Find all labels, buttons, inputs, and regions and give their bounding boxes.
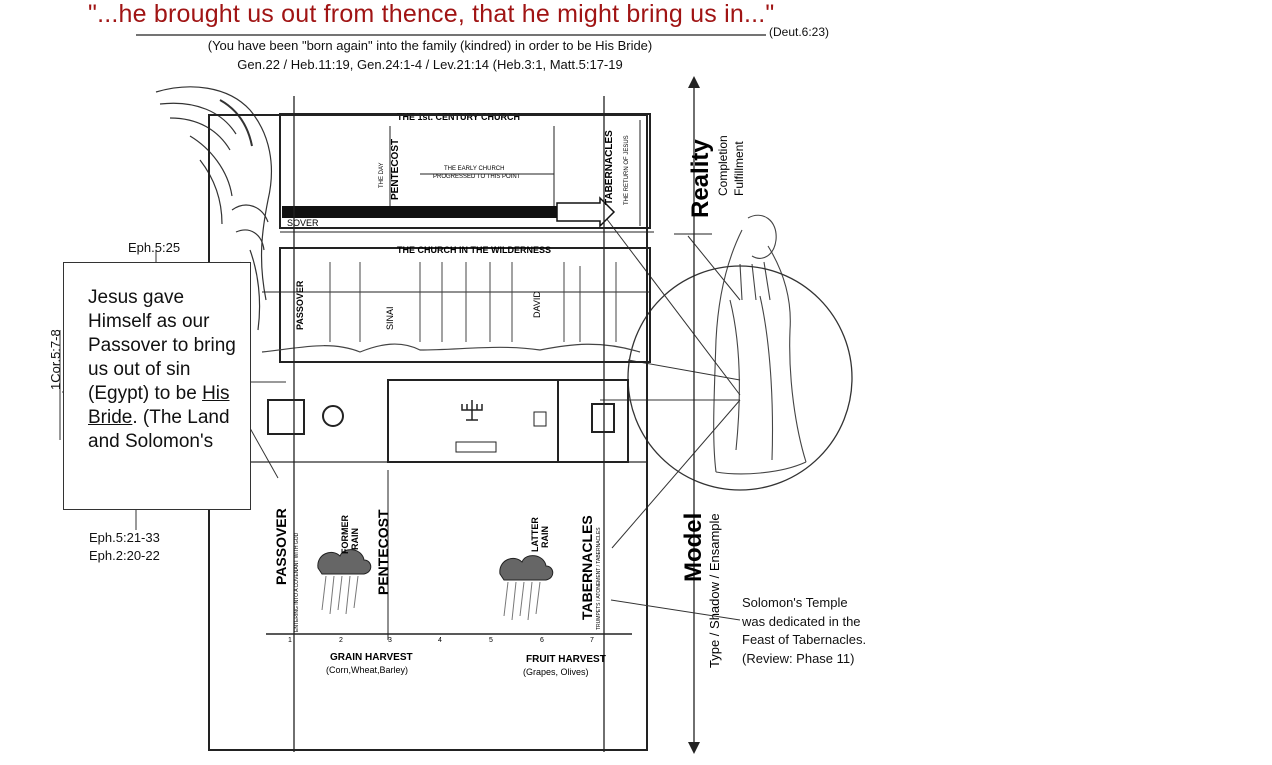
passover-bar (282, 206, 557, 218)
latter-rain-label: RAIN (540, 526, 550, 548)
bride-circle (627, 265, 853, 491)
middle-david-label: DAVID (532, 291, 542, 318)
bottom-passover-label: PASSOVER (273, 508, 289, 585)
fruit-harvest-sub: (Grapes, Olives) (523, 667, 589, 677)
early-church-label-2: PROGRESSED TO THIS POINT (433, 174, 521, 180)
ark-block (591, 403, 615, 433)
latter-label: LATTER (530, 517, 540, 552)
grain-harvest-label: GRAIN HARVEST (330, 652, 413, 663)
top-panel-title: THE 1st. CENTURY CHURCH (397, 112, 520, 122)
top-tabernacles-label: TABERNACLES (604, 130, 615, 205)
callout-box (63, 262, 251, 510)
scripture-references: Gen.22 / Heb.11:19, Gen.24:1-4 / Lev.21:… (237, 57, 623, 72)
lampstand-icon (461, 400, 483, 421)
axis-number: 3 (388, 637, 392, 644)
callout-text-underlined: His Bride (88, 383, 230, 428)
axis-number: 4 (438, 637, 442, 644)
reality-label: Reality (687, 139, 714, 218)
incense-altar (533, 411, 547, 427)
callout-text-part: . (The Land and Solomon's (88, 407, 230, 452)
solomon-temple-note: Solomon's Temple was dedicated in the Fe… (742, 595, 867, 666)
top-the-day-label: THE DAY (379, 162, 385, 188)
1cor-5-7-8-ref: 1Cor.5:7-8 (48, 329, 63, 390)
solomon-pointer (610, 599, 741, 621)
wilderness-hills (261, 343, 641, 353)
former-rain-cloud-icon (317, 549, 372, 615)
axis-number: 7 (590, 637, 594, 644)
fruit-harvest-label: FRUIT HARVEST (526, 654, 606, 665)
laver-circle (322, 405, 344, 427)
eph-5-25-ref: Eph.5:25 (128, 240, 181, 255)
title-reference: (Deut.6:23) (769, 25, 830, 39)
axis-number: 6 (540, 637, 544, 644)
covenant-small-label: ENTERING INTO A COVENANT WITH GOD (294, 532, 300, 632)
bottom-tabernacles-label: TABERNACLES (579, 515, 595, 620)
axis-number: 2 (339, 637, 343, 644)
top-pentecost-label: PENTECOST (390, 139, 401, 200)
middle-passover-label: PASSOVER (295, 280, 305, 330)
callout-text: Jesus gave Himself as our Passover to br… (88, 286, 248, 454)
page-title: "...he brought us out from thence, that … (88, 0, 775, 28)
callout-text-part: Jesus gave Himself as our Passover to br… (88, 287, 236, 404)
completion-label: Completion (716, 135, 730, 196)
top-passover-label: SOVER (287, 218, 319, 228)
page-subtitle: (You have been "born again" into the fam… (207, 38, 653, 53)
altar-block (267, 399, 305, 435)
middle-panel (279, 247, 651, 363)
former-label: FORMER (340, 515, 350, 554)
grain-harvest-sub: (Corn,Wheat,Barley) (326, 665, 408, 675)
showbread-table (455, 441, 497, 453)
model-label: Model (680, 513, 707, 582)
middle-panel-title: THE CHURCH IN THE WILDERNESS (397, 245, 551, 255)
return-of-jesus-label: THE RETURN OF JESUS (624, 135, 630, 205)
trumpets-small-label: TRUMPETS / ATONEMENT / TABERNACLES (596, 527, 602, 630)
type-shadow-label: Type / Shadow / Ensample (707, 513, 722, 668)
axis-number: 5 (489, 637, 493, 644)
axis-numbers: 1 2 3 4 5 6 7 (288, 637, 594, 644)
eph-2-20-22-ref: Eph.2:20-22 (89, 548, 160, 563)
latter-rain-cloud-icon (499, 555, 554, 621)
former-rain-label: RAIN (350, 528, 360, 550)
eph-5-21-33-ref: Eph.5:21-33 (89, 530, 160, 545)
early-church-label-1: THE EARLY CHURCH (444, 166, 504, 172)
arrow-shape (556, 196, 616, 228)
axis-number: 1 (288, 637, 292, 644)
bottom-pentecost-label: PENTECOST (375, 509, 391, 595)
bride-figure-sketch (713, 214, 807, 475)
middle-sinai-label: SINAI (385, 306, 395, 330)
fulfillment-label: Fulfillment (732, 141, 746, 196)
